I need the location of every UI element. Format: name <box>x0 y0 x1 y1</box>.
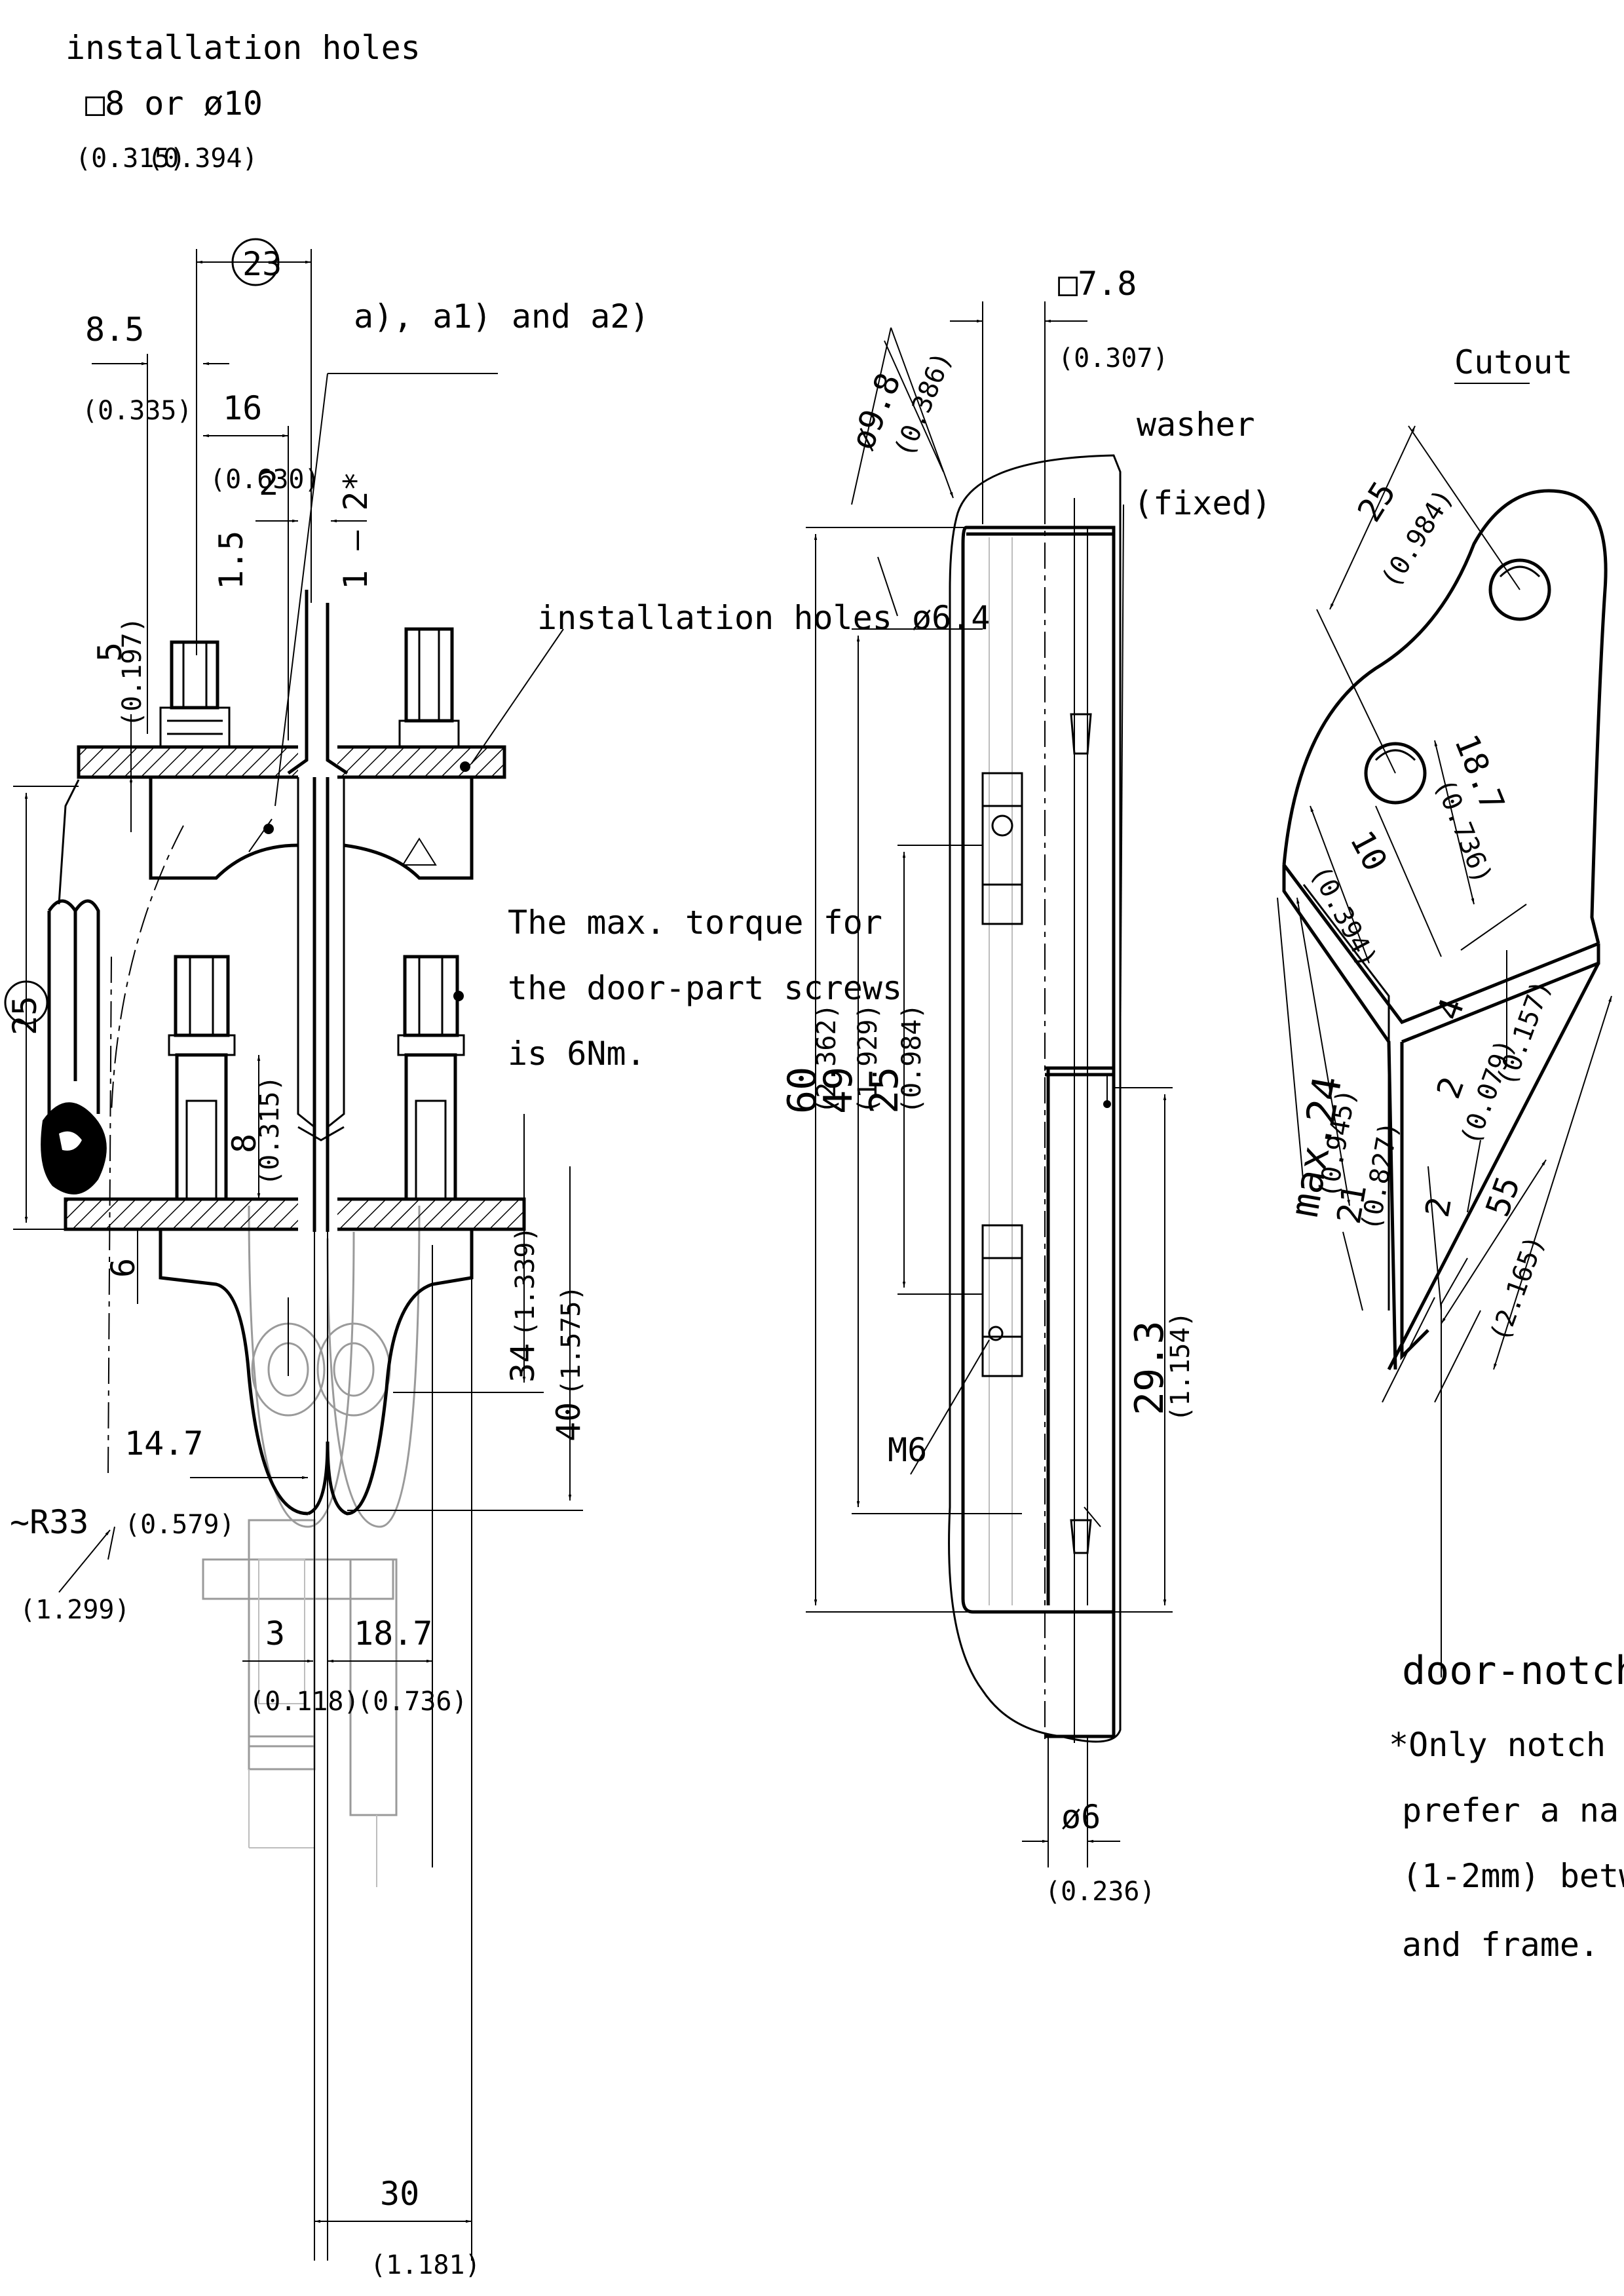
dim-d6-in: (0.236) <box>1045 1877 1156 1907</box>
dim-60-in: (2.362) <box>812 1003 842 1114</box>
dim-21-right: 21 <box>1330 1181 1374 1227</box>
dim-34-in: (1.339) <box>510 1226 540 1337</box>
dim-34: 34 <box>504 1343 542 1383</box>
top-bolt-right <box>398 627 460 748</box>
cutout-title: Cutout <box>1454 343 1573 381</box>
note-line-2: prefer a narrow gap <box>1402 1791 1624 1829</box>
torque-line-2: the door-part screws <box>508 969 902 1007</box>
mid-bolt-right <box>397 955 465 1201</box>
cutout-hole-upper <box>1488 558 1551 621</box>
dim-3-in: (0.118) <box>249 1687 360 1717</box>
dim-8: 8 <box>225 1134 263 1153</box>
dim-10-right-in: (0.394) <box>1304 860 1383 972</box>
dim-14-7: 14.7 <box>124 1425 203 1463</box>
dim-49-in: (1.929) <box>853 1003 883 1114</box>
dim-25-right: 25 <box>1350 475 1403 529</box>
dim-r33-in: (1.299) <box>20 1595 130 1625</box>
a-label: a), a1) and a2) <box>354 297 650 335</box>
dim-8-5: 8.5 <box>85 311 144 349</box>
fixed-label: (fixed) <box>1133 484 1272 522</box>
note-line-3: (1-2mm) between door <box>1402 1857 1624 1895</box>
seal-profile <box>41 779 107 1195</box>
dim-30-in: (1.181) <box>370 2250 481 2280</box>
dim-18-7: 18.7 <box>354 1615 432 1653</box>
dim-25-in: (0.984) <box>897 1003 927 1114</box>
dim-d6: ø6 <box>1061 1798 1101 1836</box>
torque-line-3: is 6Nm. <box>508 1035 646 1073</box>
hinge-ghost <box>202 1205 421 1887</box>
dim-8-5-in: (0.335) <box>82 396 193 426</box>
dim-5-in: (0.197) <box>117 617 147 727</box>
dim-60: 60 <box>780 1067 825 1114</box>
dim-5: 5 <box>91 642 129 662</box>
dim-1-5: 1.5 <box>212 531 250 590</box>
install-holes-sizes: □8 or ø10 <box>85 85 263 123</box>
dim-1-2: 1 — 2* <box>337 471 375 590</box>
washer-label: washer <box>1137 406 1255 444</box>
dim-6: 6 <box>104 1258 142 1278</box>
dim-29-3-in: (1.154) <box>1165 1311 1196 1422</box>
dim-sq78: □7.8 <box>1058 265 1137 303</box>
top-bolt-left <box>159 640 231 748</box>
cutout-hole-lower <box>1364 742 1427 805</box>
dim-2: 2 <box>259 465 278 503</box>
dim-2-small: 2 <box>1429 1072 1472 1103</box>
dim-8-in: (0.315) <box>255 1075 285 1186</box>
dim-2-lower: 2 <box>1418 1194 1459 1220</box>
dim-21-right-in: (0.827) <box>1356 1119 1405 1233</box>
dim-3: 3 <box>265 1615 285 1653</box>
left-view: installation holes □8 or ø10 (0.315) (0.… <box>4 29 991 2280</box>
note-line-4: and frame. <box>1402 1926 1599 1964</box>
bottom-plate <box>64 1197 526 1231</box>
dim-sq78-in: (0.307) <box>1058 343 1169 373</box>
dim-25: 25 <box>6 996 44 1035</box>
dim-40: 40 <box>550 1402 588 1442</box>
middle-view: □7.8 (0.307) ø9.8 (0.386) washer (fixed)… <box>780 265 1272 1907</box>
dim-18-7-in: (0.736) <box>357 1687 468 1717</box>
dim-16: 16 <box>223 389 262 427</box>
dim-55-right-in: (2.165) <box>1484 1231 1551 1345</box>
holes-64-label: installation holes ø6.4 <box>537 599 991 637</box>
install-holes-dia-in: (0.394) <box>147 144 258 174</box>
note-line-1: *Only notch in case you <box>1389 1726 1624 1764</box>
m6-label: M6 <box>888 1431 927 1469</box>
dim-23: 23 <box>242 245 282 283</box>
right-view: Cutout 25 (0.984) 18.7 (0.736) 10 (0.394… <box>1277 343 1624 1964</box>
dim-40-in: (1.575) <box>556 1285 586 1396</box>
dim-d98-in: (0.386) <box>889 347 958 461</box>
dim-49: 49 <box>816 1067 861 1114</box>
install-holes-title: installation holes <box>66 29 421 67</box>
torque-line-1: The max. torque for <box>508 904 882 942</box>
dim-16-in: (0.630) <box>210 465 320 495</box>
mid-bolt-left <box>168 955 236 1201</box>
dim-30: 30 <box>380 2175 419 2213</box>
dim-14-7-in: (0.579) <box>124 1510 235 1540</box>
dim-25: 25 <box>861 1067 907 1114</box>
door-notch-label: door-notch <box>1402 1648 1624 1694</box>
install-holes-sq-in: (0.315) <box>75 144 186 174</box>
dim-r33: ~R33 <box>10 1503 88 1541</box>
dim-29-3: 29.3 <box>1127 1321 1173 1416</box>
